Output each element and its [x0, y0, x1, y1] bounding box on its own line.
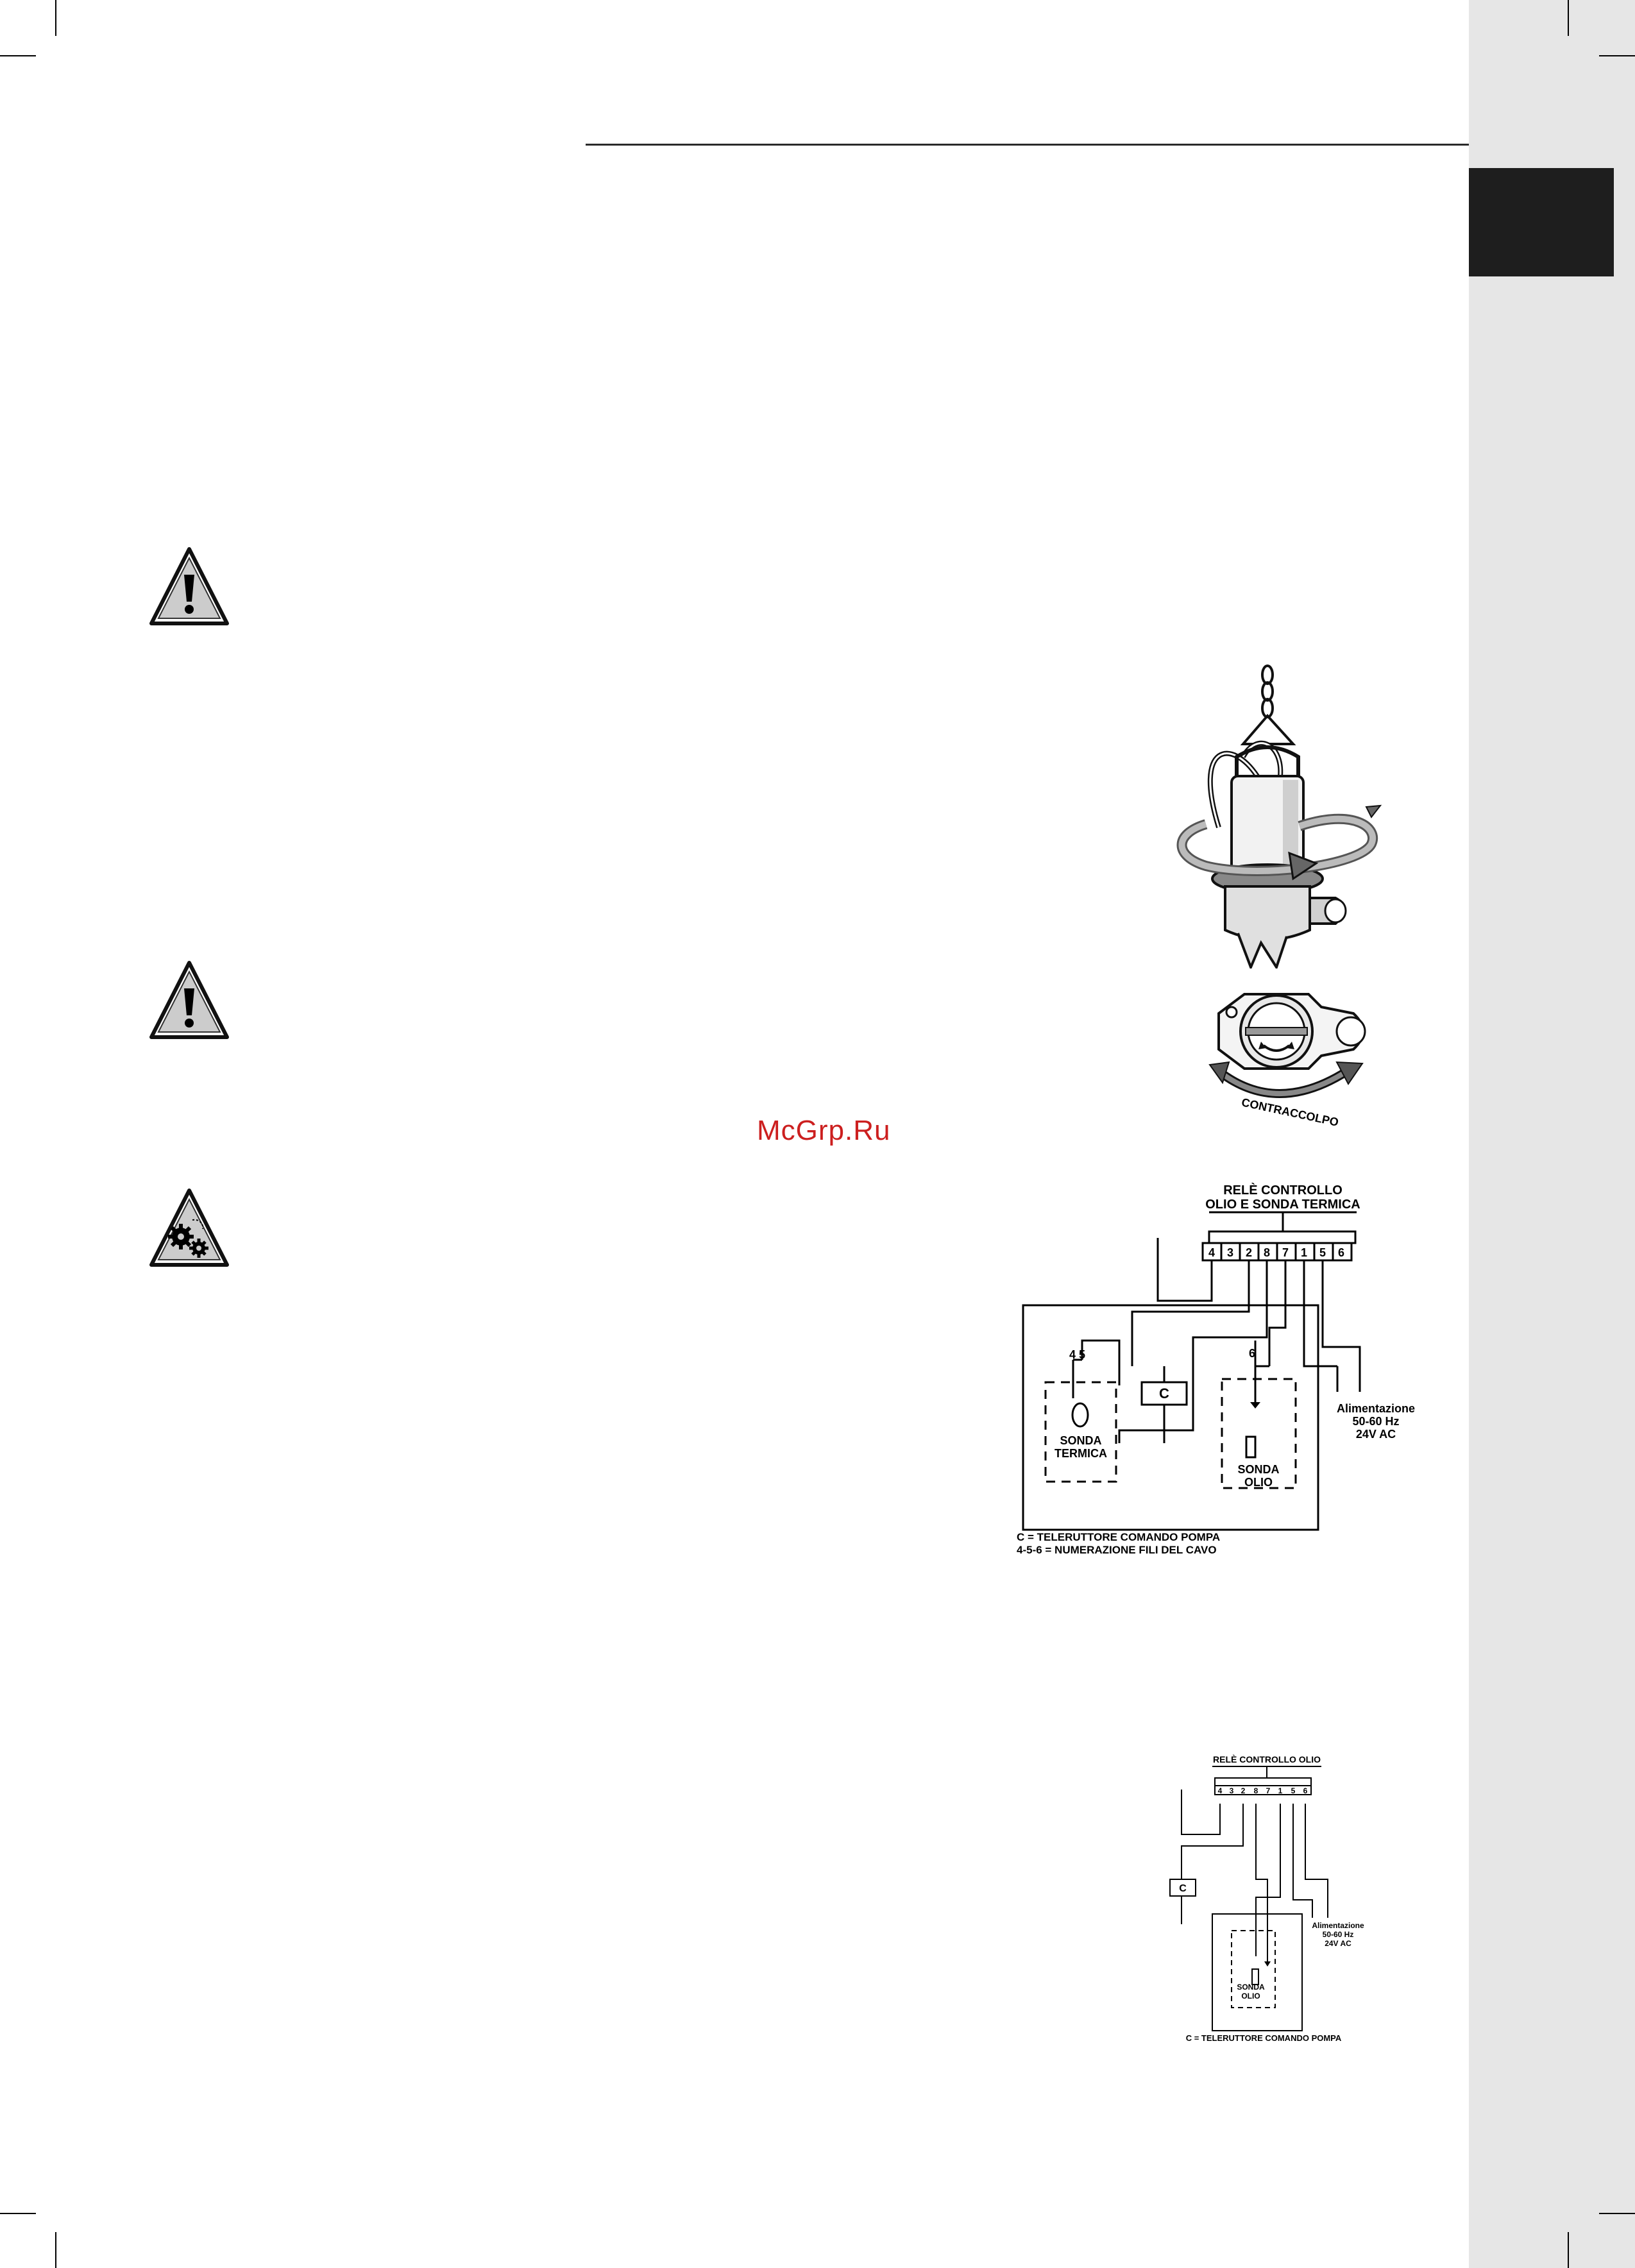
impeller-kickback-illustration: CONTRACCOLPO	[1208, 993, 1366, 1129]
crop-mark	[55, 0, 56, 36]
thermal-probe-label: TERMICA	[1055, 1447, 1107, 1460]
terminal-label: 2	[1241, 1786, 1246, 1795]
terminal-label: 2	[1246, 1246, 1252, 1259]
pump-rotation-illustration	[1176, 664, 1382, 969]
supply-label: Alimentazione	[1312, 1921, 1364, 1930]
terminal-label: 3	[1230, 1786, 1234, 1795]
wire-label-45: 4 5	[1069, 1348, 1085, 1361]
chapter-tab	[1469, 168, 1614, 276]
terminal-label: 6	[1338, 1246, 1344, 1259]
warning-triangle-icon	[149, 547, 229, 625]
thermal-probe-label: SONDA	[1060, 1434, 1101, 1447]
wiring-diagram-oil: RELÈ CONTROLLO OLIO 4 3 2 8 7 1 5 6 C SO…	[1169, 1754, 1364, 2043]
diagram-title-line2: OLIO E SONDA TERMICA	[1205, 1197, 1360, 1212]
supply-label: 50-60 Hz	[1323, 1930, 1354, 1939]
crop-mark	[55, 2232, 56, 2268]
oil-probe-label: SONDA	[1237, 1983, 1265, 1992]
kickback-caption: CONTRACCOLPO	[1241, 1096, 1340, 1129]
terminal-label: 5	[1319, 1246, 1326, 1259]
terminal-label: 1	[1301, 1246, 1307, 1259]
terminal-label: 5	[1291, 1786, 1296, 1795]
legend-line: C = TELERUTTORE COMANDO POMPA	[1017, 1531, 1220, 1543]
diagram-title-line1: RELÈ CONTROLLO	[1223, 1183, 1343, 1197]
crop-mark	[1568, 2232, 1569, 2268]
supply-label: 50-60 Hz	[1352, 1415, 1399, 1428]
diagram-title: RELÈ CONTROLLO OLIO	[1213, 1754, 1321, 1764]
side-chapter-strip	[1469, 0, 1635, 2268]
terminal-label: 8	[1264, 1246, 1270, 1259]
terminal-box	[1332, 1242, 1353, 1262]
terminal-label: 4	[1208, 1246, 1215, 1259]
oil-probe-label: OLIO	[1244, 1476, 1273, 1489]
crop-mark	[0, 2213, 36, 2214]
crop-mark	[1599, 2213, 1635, 2214]
contactor-label: C	[1179, 1883, 1187, 1894]
terminal-label: 7	[1282, 1246, 1289, 1259]
warning-triangle-icon	[149, 961, 229, 1039]
crop-mark	[0, 55, 36, 56]
terminal-label: 4	[1218, 1786, 1223, 1795]
wiring-diagram-thermal-oil: RELÈ CONTROLLO OLIO E SONDA TERMICA 4 3 …	[1017, 1183, 1415, 1556]
crop-mark	[1568, 0, 1569, 36]
watermark: McGrp.Ru	[757, 1115, 891, 1146]
terminal-label: 6	[1303, 1786, 1308, 1795]
terminal-label: 1	[1278, 1786, 1283, 1795]
crop-mark	[1599, 55, 1635, 56]
terminal-label: 3	[1227, 1246, 1233, 1259]
oil-probe-label: OLIO	[1241, 1992, 1260, 2001]
wire-label-6: 6	[1249, 1347, 1255, 1360]
supply-label: Alimentazione	[1337, 1402, 1415, 1415]
legend-line: 4-5-6 = NUMERAZIONE FILI DEL CAVO	[1017, 1544, 1217, 1556]
supply-label: 24V AC	[1325, 1939, 1351, 1948]
legend-line: C = TELERUTTORE COMANDO POMPA	[1186, 2033, 1342, 2043]
contactor-label: C	[1159, 1385, 1169, 1401]
terminal-label: 8	[1254, 1786, 1258, 1795]
header-rule	[586, 144, 1469, 146]
terminal-label: 7	[1266, 1786, 1271, 1795]
oil-probe-label: SONDA	[1237, 1463, 1279, 1476]
supply-label: 24V AC	[1356, 1428, 1396, 1441]
rotating-parts-hazard-icon	[149, 1189, 229, 1267]
